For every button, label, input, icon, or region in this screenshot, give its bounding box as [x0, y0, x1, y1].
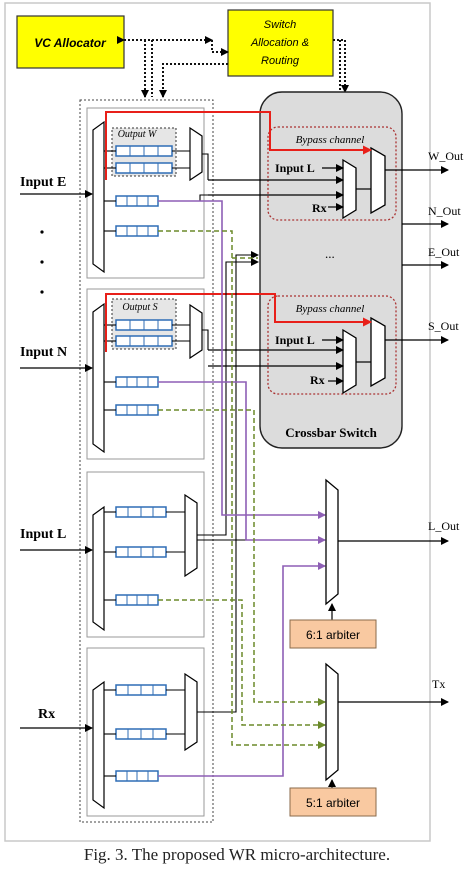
port-n-wires: [104, 324, 190, 411]
xbar-mux-bottom-1: [342, 328, 357, 395]
xbar-mux-top-2: [370, 146, 386, 215]
bypass-bottom-box: [267, 295, 397, 395]
port-e-demux: [92, 120, 105, 274]
s-out-label: S_Out: [428, 319, 459, 333]
xbar-input-bottom-label: Input L: [275, 333, 315, 347]
red-bypass-wires: [105, 111, 372, 352]
output-w-label: Output W: [118, 129, 158, 140]
e-out-label: E_Out: [428, 245, 460, 259]
port-e-wires: [104, 150, 190, 232]
purple-wires: [158, 200, 326, 777]
input-l-label: Input L: [20, 527, 66, 542]
port-n-demux: [92, 302, 105, 454]
xbar-mux-top-1: [342, 158, 357, 220]
xbar-output-wires: [385, 166, 449, 344]
port-n-mux: [189, 303, 203, 360]
xbar-rx-top-label: Rx: [312, 201, 327, 215]
input-n-label: Input N: [20, 345, 67, 360]
green-dashed-wires: [158, 230, 326, 749]
arbiter-6-label: 6:1 arbiter: [306, 628, 360, 642]
input-arrows: [20, 190, 93, 732]
port-rx-wires: [104, 689, 185, 777]
switch-allocation-box: [227, 9, 334, 77]
xbar-input-top-label: Input L: [275, 161, 315, 175]
output-s-label: Output S: [122, 302, 157, 313]
crossbar-label: Crossbar Switch: [285, 425, 377, 440]
port-rx-panel: [86, 647, 205, 817]
bypass-top-label: Bypass channel: [296, 134, 365, 146]
l-out-label: L_Out: [428, 519, 460, 533]
xbar-dots: ...: [325, 246, 335, 261]
bypass-top-box: [267, 126, 397, 221]
l-out-mux: [325, 478, 339, 606]
port-n-panel: [86, 288, 205, 460]
vertical-ellipsis: [40, 230, 44, 294]
tx-label: Tx: [432, 677, 445, 691]
bypass-bottom-label: Bypass channel: [296, 303, 365, 315]
switch-allocation-line3: Routing: [261, 55, 300, 67]
port-l-demux: [92, 505, 105, 632]
n-out-label: N_Out: [428, 204, 461, 218]
switch-allocation-line2: Allocation &: [250, 37, 309, 49]
port-l-mux: [184, 493, 198, 578]
port-l-wires: [104, 511, 185, 601]
arbiter-5-label: 5:1 arbiter: [306, 796, 360, 810]
tx-mux: [325, 662, 339, 782]
arbiter-5-box: [289, 787, 377, 817]
xbar-mux-bottom-2: [370, 316, 386, 388]
crossbar-switch: [259, 91, 403, 449]
control-links: [117, 36, 349, 98]
port-e-mux: [189, 126, 203, 182]
vc-allocator-box: [16, 15, 125, 69]
arbiter-6-box: [289, 619, 377, 649]
port-l-panel: [86, 471, 205, 638]
input-e-label: Input E: [20, 175, 66, 190]
vc-allocator-label: VC Allocator: [34, 36, 107, 50]
xbar-internal-wires: [208, 164, 371, 385]
xbar-rx-bottom-label: Rx: [310, 373, 325, 387]
port-rx-demux: [92, 680, 105, 810]
port-rx-mux: [184, 672, 198, 752]
input-ports-outline: [79, 99, 214, 823]
rx-label: Rx: [38, 707, 55, 722]
w-out-label: W_Out: [428, 149, 464, 163]
switch-allocation-line1: Switch: [264, 19, 296, 31]
figure-caption: Fig. 3. The proposed WR micro-architectu…: [83, 845, 391, 864]
